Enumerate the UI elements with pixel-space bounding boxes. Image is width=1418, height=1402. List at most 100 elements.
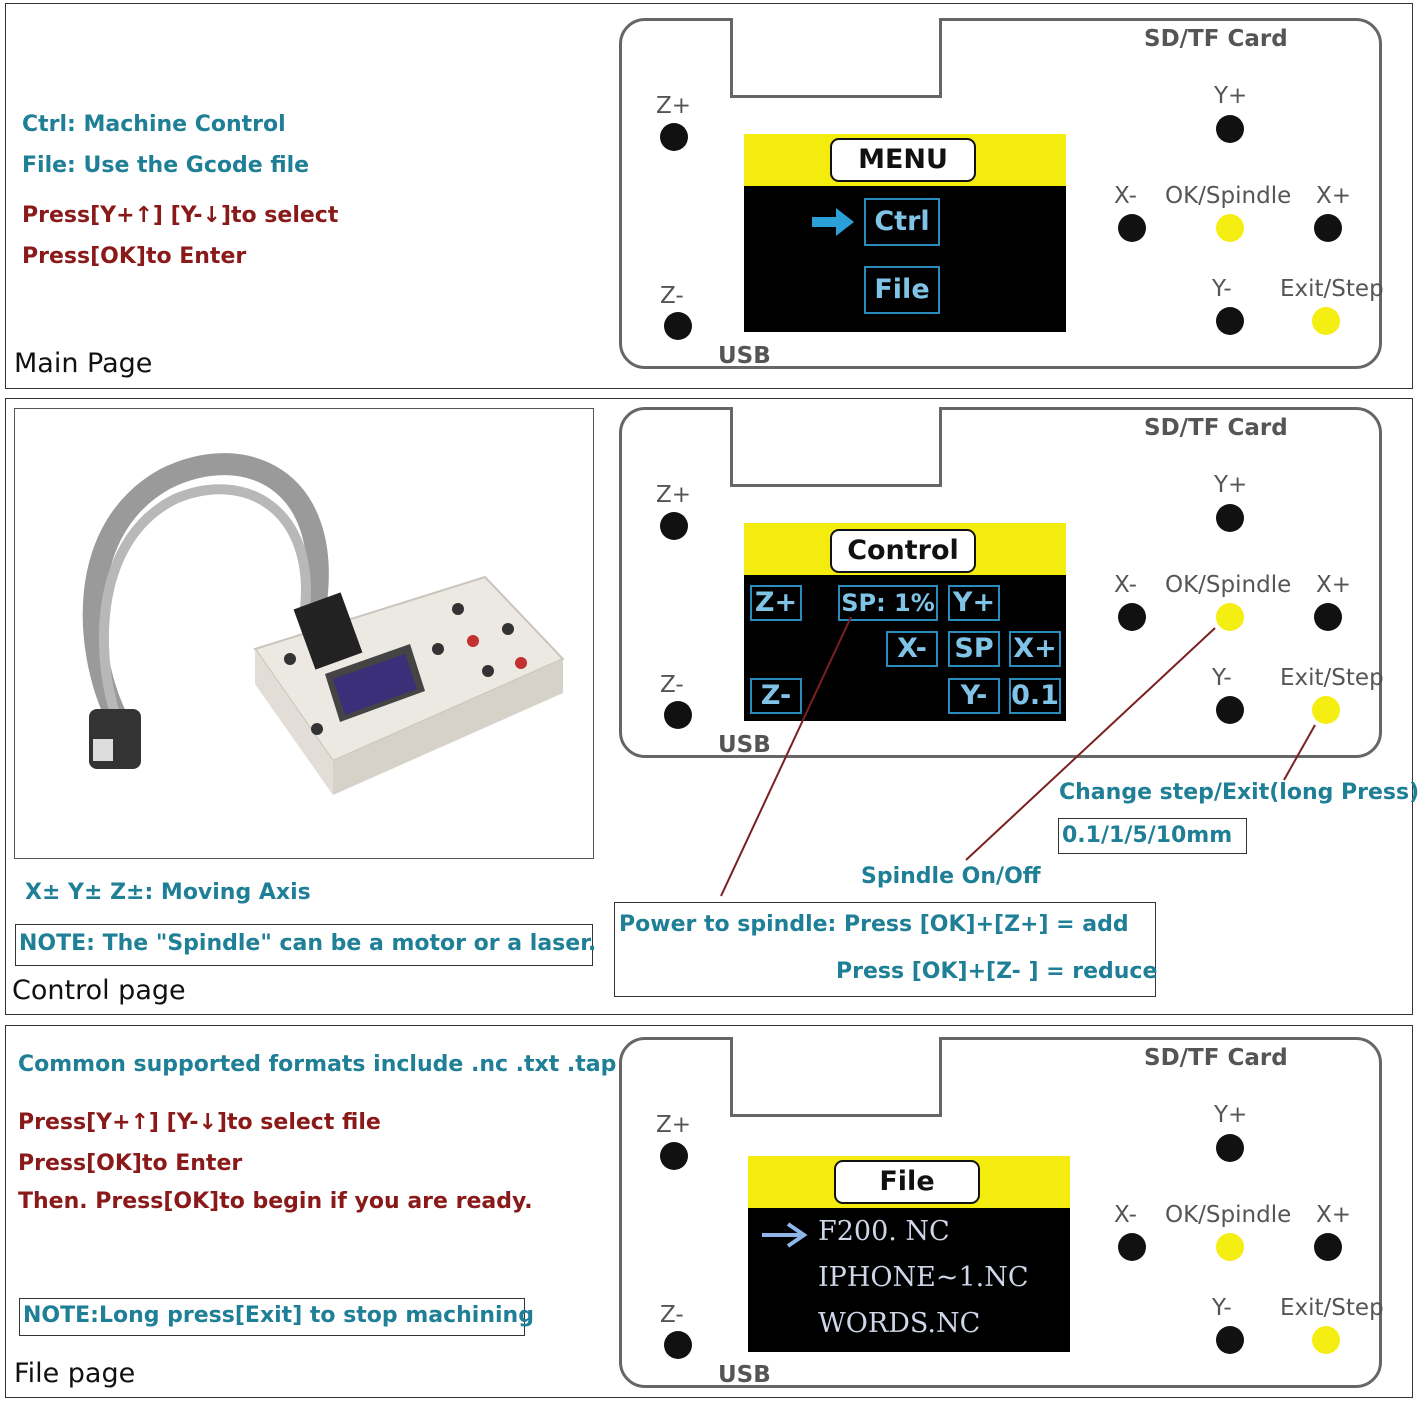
key-z-minus: Z- (750, 678, 802, 714)
x-minus-label: X- (1114, 572, 1137, 598)
enter-instruction: Press[OK]to Enter (18, 1151, 243, 1176)
exit-step-button[interactable] (1312, 1326, 1340, 1354)
z-plus-label: Z+ (656, 482, 692, 508)
step-values-text: 0.1/1/5/10mm (1062, 823, 1233, 848)
select-file-instruction: Press[Y+↑] [Y-↓]to select file (18, 1110, 381, 1135)
power-spindle-box: Power to spindle: Press [OK]+[Z+] = add … (614, 902, 1158, 997)
spindle-note-text: NOTE: The "Spindle" can be a motor or a … (19, 931, 597, 956)
key-spindle: SP (948, 631, 1000, 667)
ok-spindle-label: OK/Spindle (1165, 183, 1292, 209)
file-description: File: Use the Gcode file (22, 153, 310, 178)
handheld-controller-illustration (82, 453, 565, 795)
y-minus-button[interactable] (1216, 307, 1244, 335)
control-page-label: Control page (12, 975, 186, 1006)
usb-label: USB (718, 343, 771, 369)
y-plus-label: Y+ (1214, 83, 1248, 109)
key-z-plus: Z+ (750, 585, 802, 621)
sd-card-slot (730, 1037, 942, 1117)
z-minus-label: Z- (660, 1302, 684, 1328)
stop-note-text: NOTE:Long press[Exit] to stop machining (23, 1303, 534, 1328)
usb-label: USB (718, 732, 771, 758)
key-spindle-percent: SP: 1% (838, 585, 938, 621)
y-plus-button[interactable] (1216, 504, 1244, 532)
y-minus-button[interactable] (1216, 696, 1244, 724)
enter-instruction: Press[OK]to Enter (22, 244, 247, 269)
ok-spindle-button[interactable] (1216, 1233, 1244, 1261)
ok-spindle-button[interactable] (1216, 603, 1244, 631)
z-minus-button[interactable] (664, 701, 692, 729)
spindle-note-box: NOTE: The "Spindle" can be a motor or a … (15, 924, 597, 966)
file-item[interactable]: WORDS.NC (818, 1308, 981, 1339)
z-plus-label: Z+ (656, 1112, 692, 1138)
x-plus-label: X+ (1316, 572, 1352, 598)
exit-step-label: Exit/Step (1280, 1295, 1384, 1321)
x-minus-button[interactable] (1118, 603, 1146, 631)
sd-card-label: SD/TF Card (1144, 415, 1288, 441)
y-minus-label: Y- (1212, 276, 1232, 302)
key-step: 0.1 (1009, 678, 1061, 714)
x-minus-label: X- (1114, 1202, 1137, 1228)
x-plus-label: X+ (1316, 183, 1352, 209)
moving-axis-text: X± Y± Z±: Moving Axis (25, 880, 311, 905)
exit-step-button[interactable] (1312, 696, 1340, 724)
z-minus-label: Z- (660, 672, 684, 698)
ctrl-description: Ctrl: Machine Control (22, 112, 286, 137)
key-x-plus: X+ (1009, 631, 1061, 667)
main-page-label: Main Page (14, 348, 153, 379)
x-plus-button[interactable] (1314, 1233, 1342, 1261)
x-minus-button[interactable] (1118, 1233, 1146, 1261)
menu-item-file[interactable]: File (864, 266, 940, 314)
y-plus-button[interactable] (1216, 115, 1244, 143)
power-add-text: Power to spindle: Press [OK]+[Z+] = add (619, 912, 1129, 937)
y-minus-label: Y- (1212, 665, 1232, 691)
z-minus-label: Z- (660, 283, 684, 309)
ok-spindle-button[interactable] (1216, 214, 1244, 242)
y-minus-button[interactable] (1216, 1326, 1244, 1354)
device-panel-control: SD/TF Card Z+ Z- USB Y+ X- OK/Spindle X+… (619, 407, 1384, 758)
exit-step-label: Exit/Step (1280, 276, 1384, 302)
x-minus-label: X- (1114, 183, 1137, 209)
y-plus-label: Y+ (1214, 472, 1248, 498)
y-plus-label: Y+ (1214, 1102, 1248, 1128)
ok-spindle-label: OK/Spindle (1165, 572, 1292, 598)
menu-item-ctrl[interactable]: Ctrl (864, 198, 940, 246)
z-minus-button[interactable] (664, 312, 692, 340)
z-plus-button[interactable] (660, 123, 688, 151)
lcd-screen-control: Control Z+ SP: 1% Y+ X- SP X+ Z- Y- 0.1 (744, 523, 1066, 721)
arrow-right-icon (812, 208, 854, 236)
spindle-onoff-text: Spindle On/Off (861, 864, 1041, 889)
x-plus-button[interactable] (1314, 603, 1342, 631)
file-page-label: File page (14, 1358, 136, 1389)
power-reduce-text: Press [OK]+[Z- ] = reduce (836, 959, 1158, 984)
ok-spindle-label: OK/Spindle (1165, 1202, 1292, 1228)
formats-text: Common supported formats include .nc .tx… (18, 1052, 617, 1077)
z-minus-button[interactable] (664, 1331, 692, 1359)
x-minus-button[interactable] (1118, 214, 1146, 242)
device-photo (14, 408, 594, 859)
exit-step-button[interactable] (1312, 307, 1340, 335)
key-x-minus: X- (886, 631, 938, 667)
z-plus-button[interactable] (660, 1142, 688, 1170)
file-item[interactable]: IPHONE~1.NC (818, 1262, 1029, 1293)
x-plus-button[interactable] (1314, 214, 1342, 242)
exit-step-label: Exit/Step (1280, 665, 1384, 691)
sd-card-label: SD/TF Card (1144, 1045, 1288, 1071)
file-item[interactable]: F200. NC (818, 1216, 950, 1247)
lcd-screen-menu: MENU Ctrl File (744, 134, 1066, 332)
begin-instruction: Then. Press[OK]to begin if you are ready… (18, 1189, 533, 1214)
select-instruction: Press[Y+↑] [Y-↓]to select (22, 203, 339, 228)
change-step-text: Change step/Exit(long Press) (1059, 780, 1418, 805)
stop-note-box: NOTE:Long press[Exit] to stop machining (19, 1298, 534, 1336)
z-plus-button[interactable] (660, 512, 688, 540)
y-plus-button[interactable] (1216, 1134, 1244, 1162)
z-plus-label: Z+ (656, 93, 692, 119)
arrow-selector-icon (762, 1222, 808, 1248)
key-y-minus: Y- (948, 678, 1000, 714)
sd-card-slot (730, 407, 942, 487)
device-panel-main: SD/TF Card Z+ Z- USB Y+ X- OK/Spindle X+… (619, 18, 1384, 369)
screen-title: MENU (830, 138, 976, 182)
device-panel-file: SD/TF Card Z+ Z- USB Y+ X- OK/Spindle X+… (619, 1037, 1384, 1388)
x-plus-label: X+ (1316, 1202, 1352, 1228)
usb-label: USB (718, 1362, 771, 1388)
step-values-box: 0.1/1/5/10mm (1058, 818, 1247, 854)
